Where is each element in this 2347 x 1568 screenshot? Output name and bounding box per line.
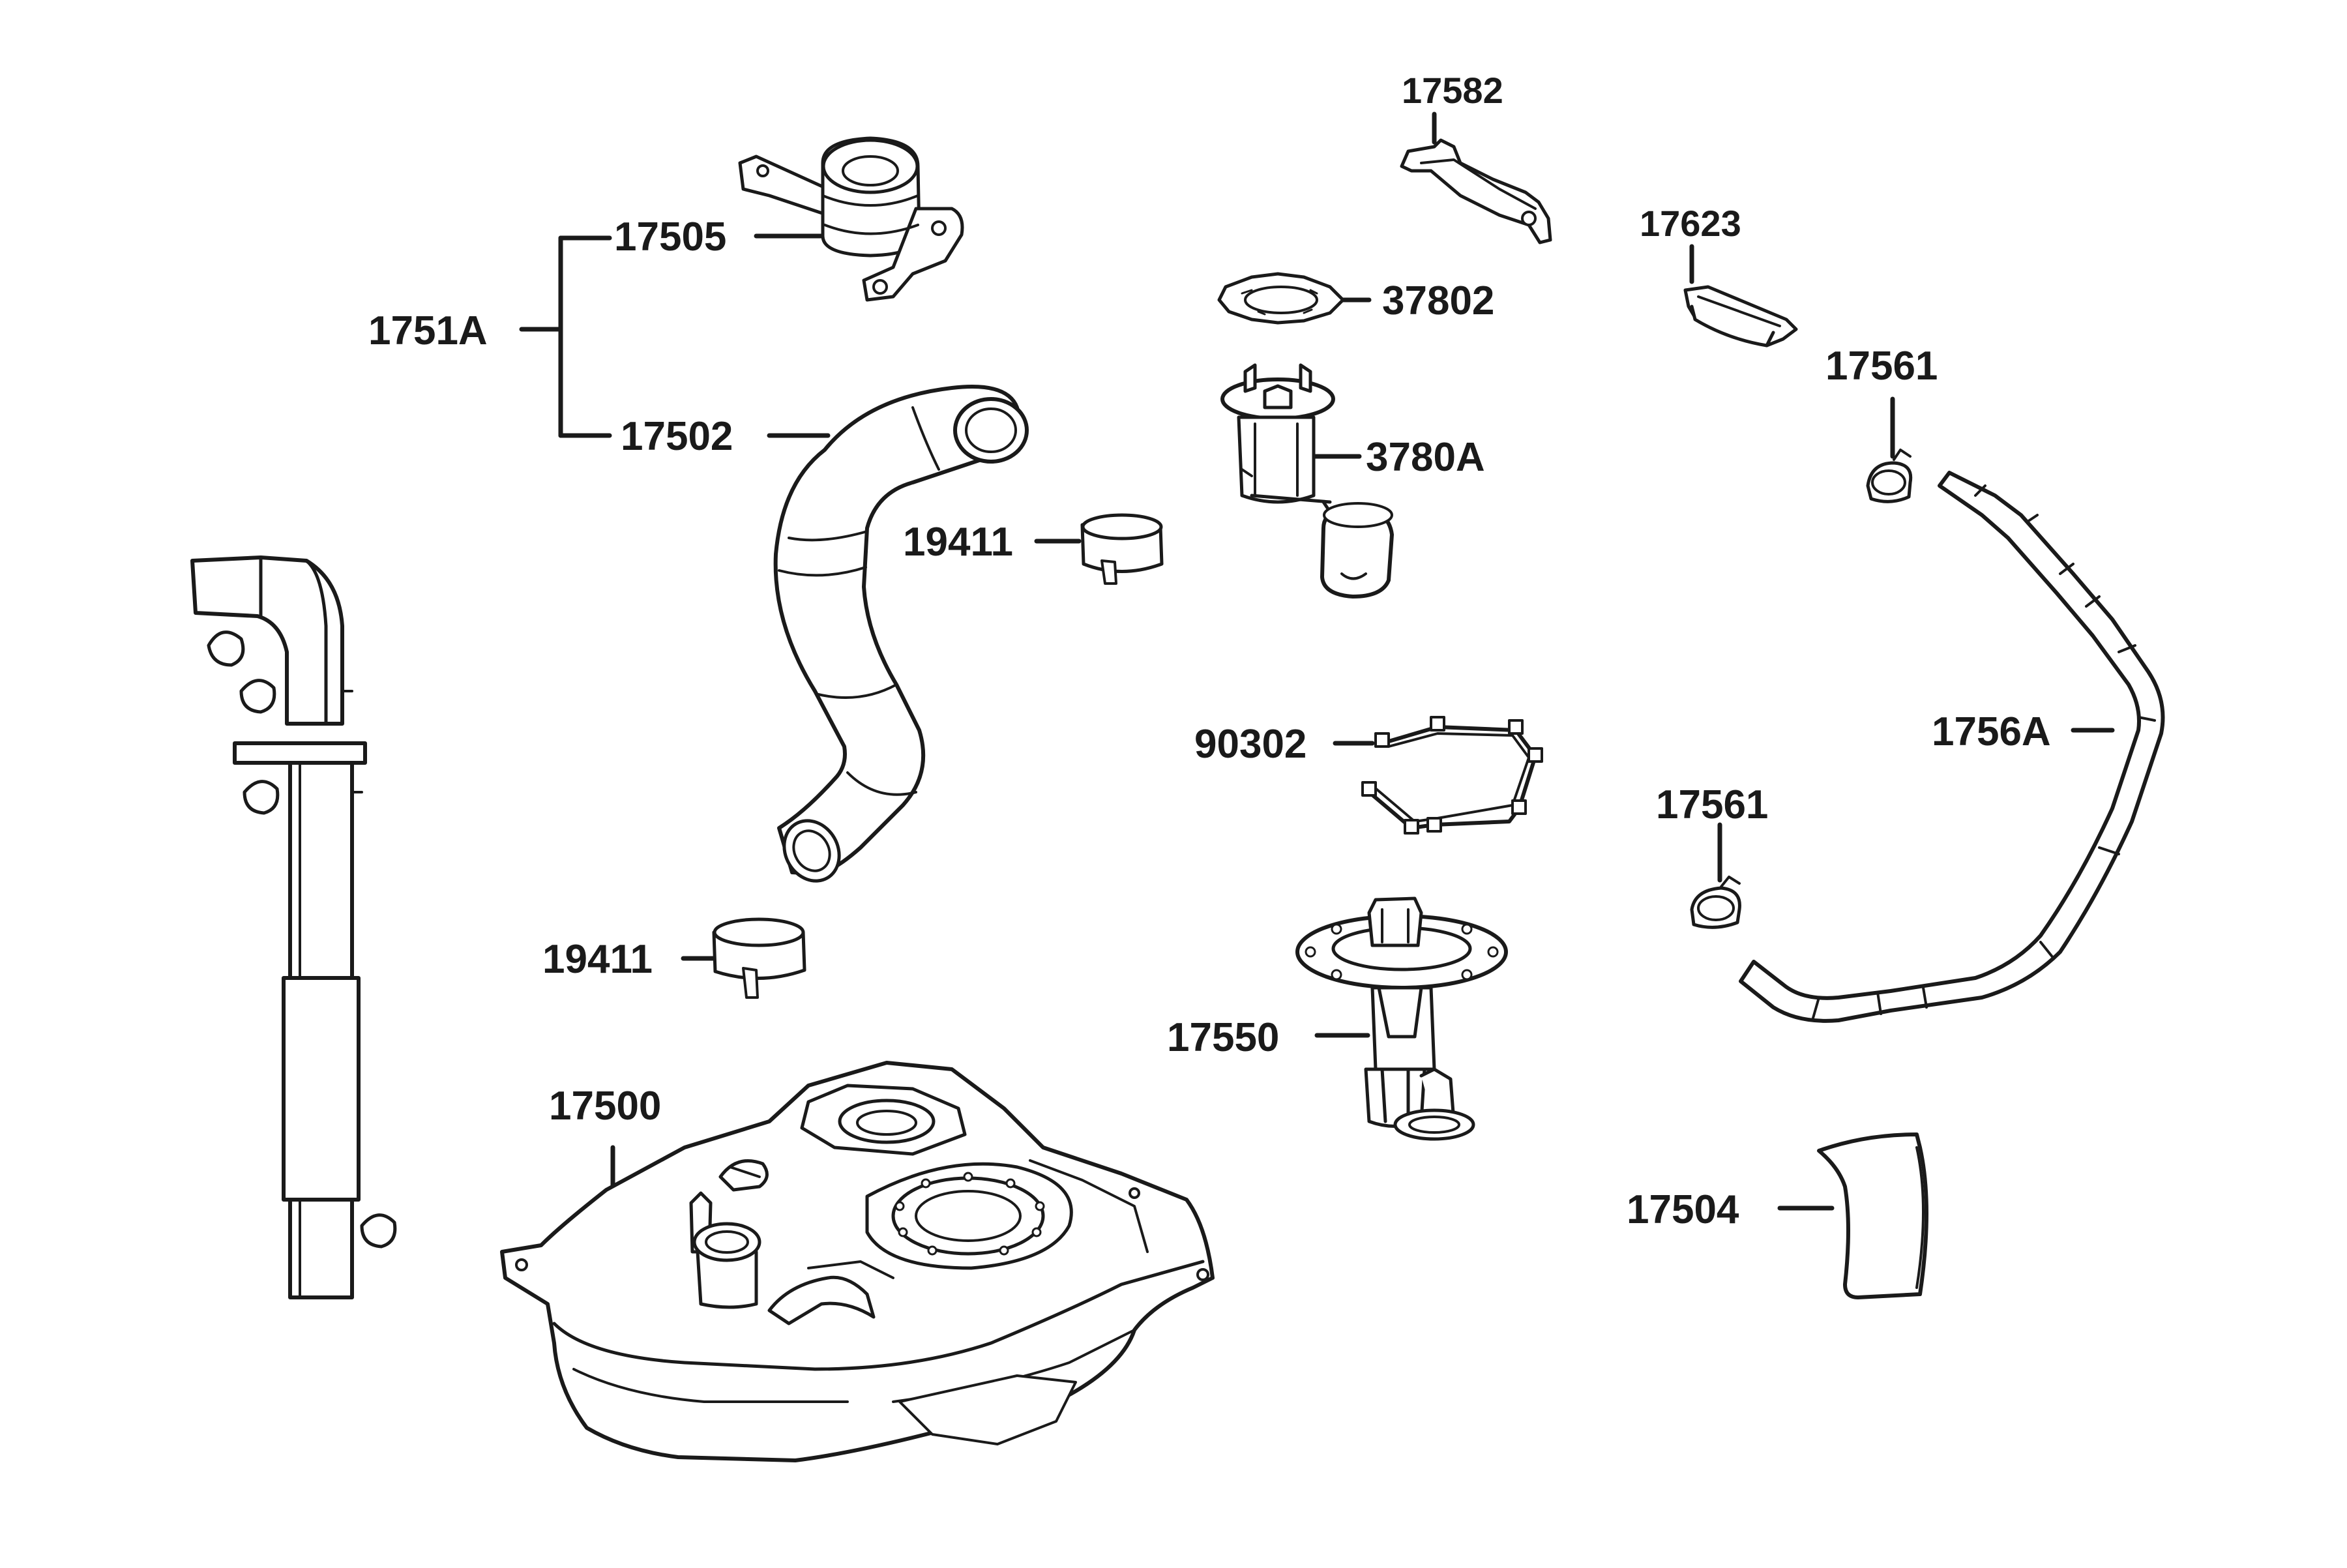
part-37802-gasket — [1217, 272, 1372, 325]
part-17550-fuel-pump — [1295, 896, 1508, 1141]
label-3780A: 3780A — [1366, 435, 1485, 480]
part-17582-bracket — [1400, 111, 1552, 244]
part-17623-cap — [1683, 244, 1798, 348]
label-17561-upper: 17561 — [1825, 344, 1938, 389]
label-17502: 17502 — [621, 414, 733, 459]
label-1751A: 1751A — [368, 308, 488, 353]
assembly-bracket-1751A — [519, 235, 612, 438]
label-19411-upper: 19411 — [903, 520, 1013, 565]
part-17561-clip-lower — [1690, 822, 1741, 929]
label-17623: 17623 — [1640, 203, 1741, 244]
label-19411-lower: 19411 — [542, 937, 653, 982]
part-17500-fuel-tank — [500, 1061, 1215, 1462]
part-19411-clamp-upper — [1034, 513, 1164, 585]
label-17561-lower: 17561 — [1656, 782, 1768, 827]
part-frame-pipe — [190, 555, 397, 1299]
part-17502-filler-hose — [767, 385, 1029, 883]
part-1756A-breather-hose — [1739, 471, 2165, 1023]
bolt-icon — [1361, 716, 1543, 835]
part-19411-clamp-lower — [681, 917, 806, 999]
part-labels: 1751A 17505 17502 19411 19411 17500 1758… — [368, 70, 2051, 1232]
label-17505: 17505 — [614, 214, 726, 259]
label-17500: 17500 — [549, 1084, 661, 1129]
label-17550: 17550 — [1167, 1015, 1279, 1060]
part-17561-clip-upper — [1866, 396, 1913, 503]
label-17582: 17582 — [1402, 70, 1503, 111]
part-17505-filler-housing — [738, 136, 964, 302]
label-17504: 17504 — [1627, 1187, 1739, 1232]
label-90302: 90302 — [1194, 722, 1306, 767]
part-90302-bolt-set — [1333, 716, 1543, 835]
label-1756A: 1756A — [1932, 709, 2051, 754]
part-3780A-fuel-sender — [1220, 363, 1394, 599]
label-37802: 37802 — [1382, 278, 1494, 323]
part-17504-pad — [1777, 1132, 1928, 1299]
